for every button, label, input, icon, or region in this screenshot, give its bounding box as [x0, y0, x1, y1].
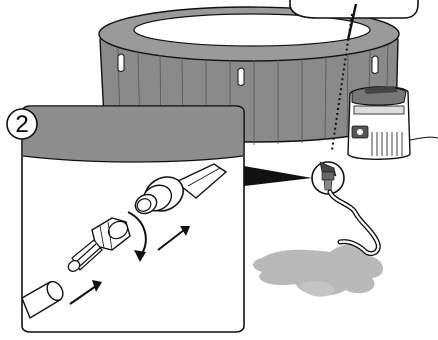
hose-adapter	[67, 217, 131, 272]
pump-vent-slots	[371, 132, 403, 156]
step-number-marker: 2	[6, 108, 38, 140]
drain-magnifier	[311, 161, 345, 195]
step-number: 2	[15, 111, 28, 138]
spa-opening	[133, 13, 371, 47]
push-arrow-upper-icon	[157, 229, 185, 251]
inset-frame	[21, 105, 245, 333]
leader-solid-tip	[346, 3, 358, 41]
drain-hose-coiled-inner	[328, 190, 380, 255]
ground-line	[409, 136, 438, 141]
pump-control-unit	[347, 86, 411, 160]
drain-valve-connector	[134, 163, 228, 215]
inset-pointer	[244, 166, 312, 186]
spa-handles	[117, 53, 379, 86]
push-arrow-lower-icon	[69, 285, 97, 305]
detail-inset	[21, 105, 245, 333]
garden-hose-end	[21, 280, 64, 320]
inset-spa-band	[23, 107, 243, 162]
water-puddle	[252, 244, 384, 296]
water-puddle-small	[300, 281, 335, 297]
